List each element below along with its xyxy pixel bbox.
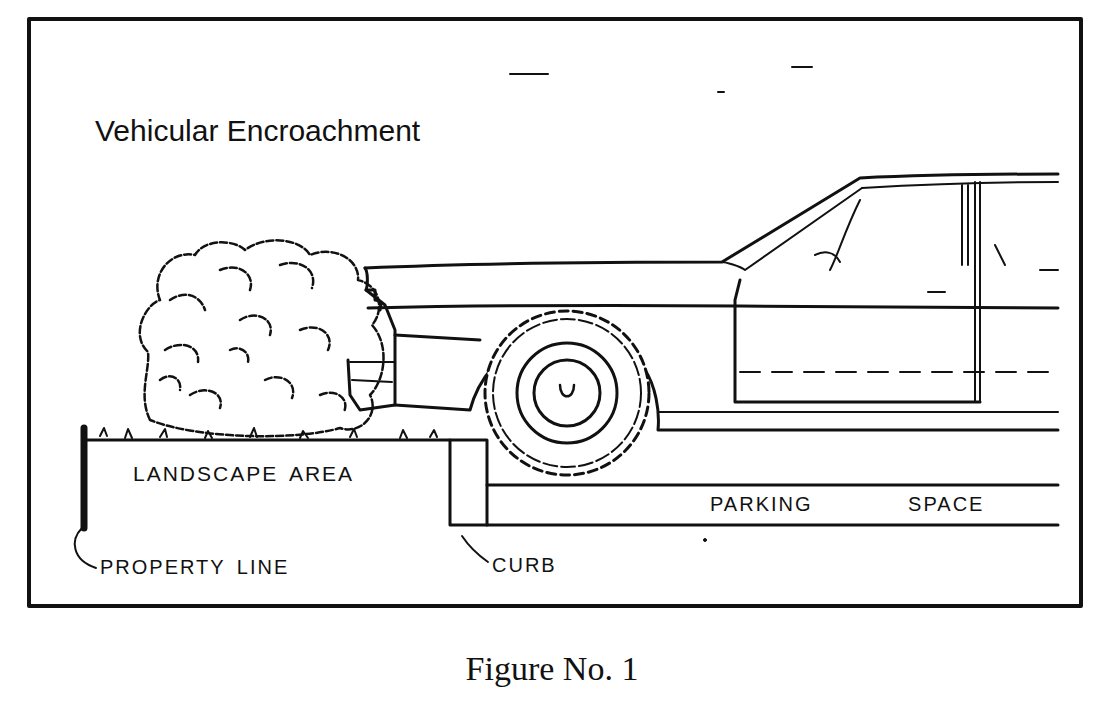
car <box>348 174 1058 430</box>
frame <box>29 19 1081 606</box>
space-label: PARKING SPACE <box>710 493 984 515</box>
line-label: PROPERTY LINE <box>100 556 289 578</box>
wheel <box>485 311 649 475</box>
caption: Figure No. 1 <box>466 650 639 687</box>
ground <box>75 428 1058 568</box>
area-label: LANDSCAPE AREA <box>133 462 354 485</box>
curb-label: CURB <box>492 554 557 576</box>
title: Vehicular Encroachment <box>95 114 420 147</box>
bush <box>140 240 384 436</box>
